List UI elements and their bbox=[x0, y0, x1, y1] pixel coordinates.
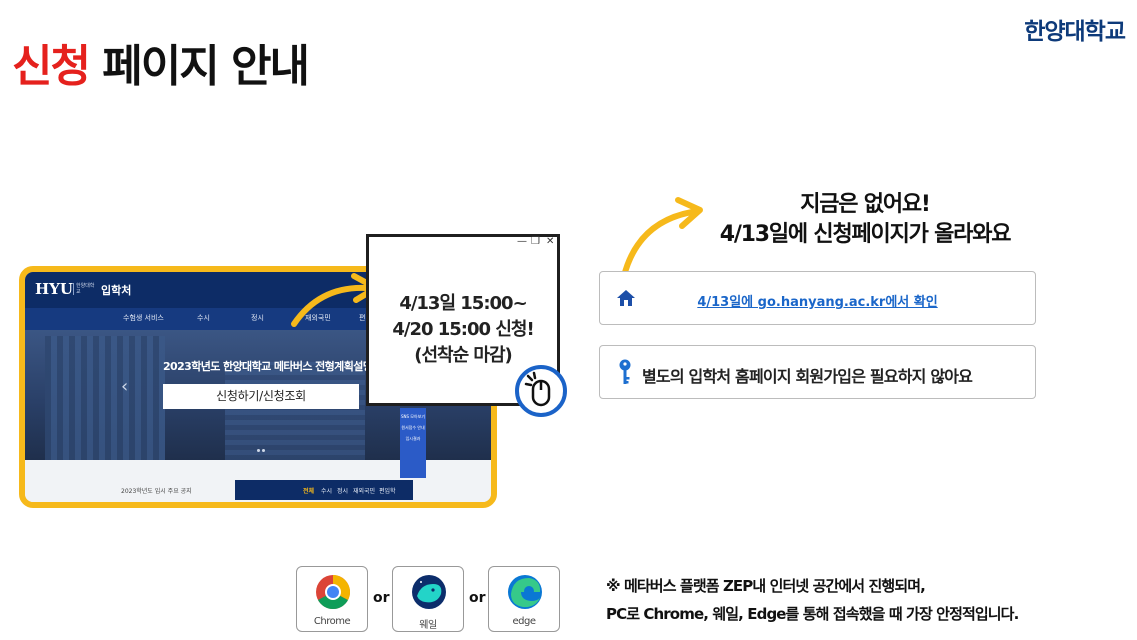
site-tab[interactable]: 편입학 bbox=[379, 488, 396, 495]
quick-link[interactable]: 원서접수 안내 bbox=[401, 425, 425, 430]
membership-note: 별도의 입학처 홈페이지 회원가입은 필요하지 않아요 bbox=[642, 367, 973, 386]
page-title-rest: 페이지 안내 bbox=[88, 41, 310, 92]
close-icon[interactable]: ✕ bbox=[546, 236, 555, 247]
edge-tile: edge bbox=[488, 566, 560, 632]
page-title: 신청 페이지 안내 bbox=[12, 30, 310, 94]
hero-prev-arrow-icon[interactable]: ‹ bbox=[121, 376, 129, 397]
site-tab[interactable]: 전체 bbox=[303, 488, 315, 495]
cta-line: 4/13일에 신청페이지가 올라와요 bbox=[719, 222, 1012, 247]
popup-line: (선착순 마감) bbox=[414, 345, 513, 366]
site-name: 입학처 bbox=[101, 284, 132, 297]
site-nav-item[interactable]: 편입 bbox=[359, 313, 372, 323]
site-logo: HYU bbox=[35, 280, 73, 298]
hero-pagination bbox=[257, 437, 271, 452]
whale-icon bbox=[412, 575, 446, 609]
hero-headline: 2023학년도 한양대학교 메타버스 전형계획설명회 bbox=[163, 360, 382, 373]
or-label: or bbox=[469, 590, 486, 606]
edge-icon bbox=[508, 575, 542, 609]
chrome-icon bbox=[316, 575, 350, 609]
minimize-icon[interactable]: — bbox=[517, 236, 527, 247]
arrow-icon bbox=[291, 273, 379, 327]
site-tab[interactable]: 재외국민 bbox=[353, 488, 376, 495]
quick-links: SNS 모아보기 원서접수 안내 입시결과 bbox=[400, 408, 426, 478]
browser-caption: Chrome bbox=[313, 616, 351, 627]
quick-link[interactable]: 입시결과 bbox=[405, 436, 421, 441]
home-icon bbox=[617, 290, 635, 306]
site-tabs: 전체 수시 정시 재외국민 편입학 bbox=[235, 480, 413, 500]
apply-button[interactable]: 신청하기/신청조회 bbox=[163, 384, 359, 409]
note-line: PC로 Chrome, 웨일, Edge를 통해 접속했을 때 가장 안정적입니… bbox=[606, 605, 1019, 623]
mouse-click-icon bbox=[515, 365, 567, 417]
notice-label: 2023학년도 입시 주요 공지 bbox=[121, 488, 192, 495]
quick-link[interactable]: SNS 모아보기 bbox=[400, 414, 426, 419]
arrow-icon bbox=[621, 197, 703, 279]
browser-caption: edge bbox=[512, 616, 537, 627]
site-tab[interactable]: 정시 bbox=[337, 488, 349, 495]
browser-caption: 웨일 bbox=[419, 620, 437, 631]
restore-icon[interactable]: ❐ bbox=[531, 236, 540, 247]
membership-note-box: 별도의 입학처 홈페이지 회원가입은 필요하지 않아요 bbox=[599, 345, 1036, 399]
site-tab[interactable]: 수시 bbox=[321, 488, 333, 495]
site-nav-item[interactable]: 수험생 서비스 bbox=[123, 314, 164, 322]
key-icon bbox=[619, 359, 631, 384]
popup-titlebar: — ❐ ✕ bbox=[369, 236, 557, 251]
site-nav-item[interactable]: 수시 bbox=[197, 314, 210, 322]
page-title-accent: 신청 bbox=[12, 41, 91, 92]
site-logo-sub: 한양대학교 bbox=[73, 283, 95, 295]
site-link[interactable]: 4/13일에 go.hanyang.ac.kr에서 확인 bbox=[697, 295, 938, 310]
hero-building-image bbox=[225, 362, 365, 460]
hero-building-image bbox=[45, 336, 165, 460]
hanyang-logo: 한양대학교 bbox=[1024, 19, 1126, 45]
whale-tile: 웨일 bbox=[392, 566, 464, 632]
link-box[interactable]: 4/13일에 go.hanyang.ac.kr에서 확인 bbox=[599, 271, 1036, 325]
site-nav-item[interactable]: 정시 bbox=[251, 314, 264, 322]
popup-line: 4/13일 15:00~ bbox=[399, 293, 527, 314]
note-line: ※ 메타버스 플랫폼 ZEP내 인터넷 공간에서 진행되며, bbox=[606, 577, 926, 595]
popup-line: 4/20 15:00 신청! bbox=[392, 319, 534, 340]
or-label: or bbox=[373, 590, 390, 606]
cta-line: 지금은 없어요! bbox=[800, 192, 931, 217]
site-nav-item[interactable]: 재외국민 bbox=[305, 314, 331, 322]
chrome-tile: Chrome bbox=[296, 566, 368, 632]
